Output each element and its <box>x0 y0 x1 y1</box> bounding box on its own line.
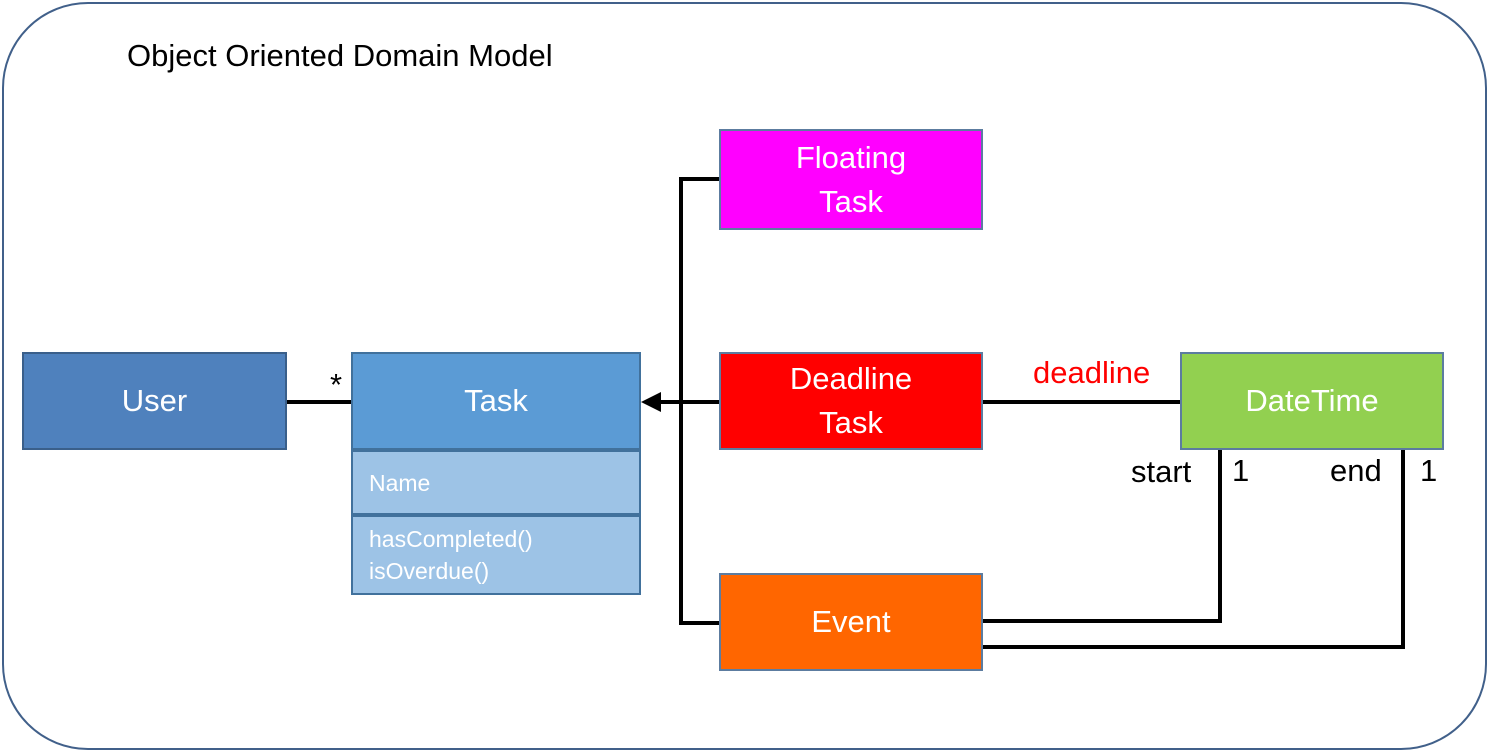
datetime-class: DateTime <box>1180 352 1444 450</box>
task-methods: hasCompleted() isOverdue() <box>351 515 641 595</box>
task-class: Task <box>351 352 641 450</box>
deadline-role-label: deadline <box>1033 355 1151 390</box>
diagram-title: Object Oriented Domain Model <box>127 38 553 73</box>
floating-task-class: Floating Task <box>719 129 983 230</box>
end-role-label: end <box>1330 453 1382 488</box>
deadline-task-class: Deadline Task <box>719 352 983 450</box>
end-association <box>983 450 1405 649</box>
start-multiplicity: 1 <box>1232 453 1250 488</box>
user-task-multiplicity: * <box>330 367 343 402</box>
start-role-label: start <box>1131 454 1192 489</box>
end-multiplicity: 1 <box>1420 453 1438 488</box>
event-class: Event <box>719 573 983 671</box>
inheritance-arrowhead <box>641 392 661 412</box>
start-association <box>983 450 1222 623</box>
user-class: User <box>22 352 287 450</box>
task-attributes: Name <box>351 450 641 515</box>
